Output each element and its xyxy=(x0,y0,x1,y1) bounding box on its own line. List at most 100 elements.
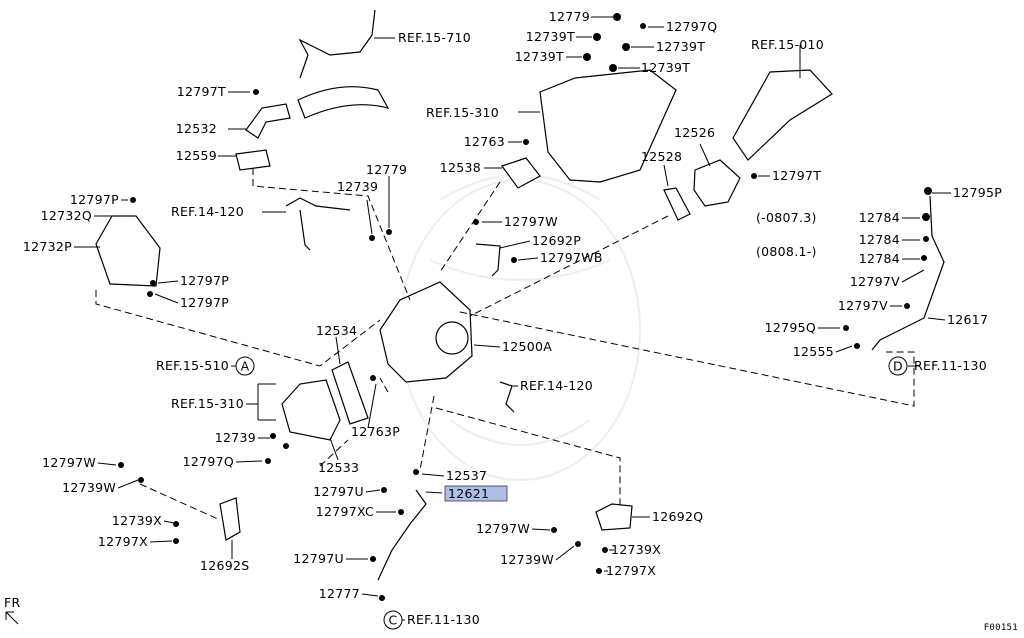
harness-drawing xyxy=(298,9,376,79)
assembly-lines xyxy=(95,168,915,521)
label-12797W-left: 12797W xyxy=(42,455,96,470)
label-12797P-b: 12797P xyxy=(180,273,229,288)
heat-shield-top-drawing xyxy=(539,69,677,183)
label-12779-mid: 12779 xyxy=(366,162,407,177)
label-12797WB: 12797WB xyxy=(540,250,603,265)
oil-pipe-mid-drawing xyxy=(499,381,515,413)
label-12797Q-left: 12797Q xyxy=(183,454,234,469)
label-12779-top: 12779 xyxy=(549,9,590,24)
highlight-box-12621 xyxy=(444,485,508,502)
label-12797P-a: 12797P xyxy=(70,192,119,207)
label-ref-15-010: REF.15-010 xyxy=(751,37,824,52)
label-12797U-a: 12797U xyxy=(313,484,364,499)
oil-pipe-top-drawing xyxy=(285,197,351,251)
label-12739T-a: 12739T xyxy=(526,29,575,44)
label-12555: 12555 xyxy=(793,344,834,359)
label-12526: 12526 xyxy=(674,125,715,140)
elbow-12532-drawing xyxy=(245,103,291,139)
label-12528: 12528 xyxy=(641,149,682,164)
label-12739X-right: 12739X xyxy=(611,542,661,557)
label-12739T-d: 12739T xyxy=(641,60,690,75)
label-date-range-2: (0808.1-) xyxy=(756,244,817,259)
gasket-12528-drawing xyxy=(663,187,691,221)
label-12500A: 12500A xyxy=(502,339,552,354)
label-ref-14-120-mid: REF.14-120 xyxy=(520,378,593,393)
label-12797X-left: 12797X xyxy=(98,534,148,549)
gasket-12538-drawing xyxy=(501,157,541,189)
label-12534: 12534 xyxy=(316,323,357,338)
label-12732Q: 12732Q xyxy=(41,208,92,223)
callout-a: A xyxy=(235,356,255,376)
pipe-12617-drawing xyxy=(871,195,945,351)
label-12692P: 12692P xyxy=(532,233,581,248)
bracket-12692Q-drawing xyxy=(595,503,633,531)
bracket-12692S-drawing xyxy=(219,497,241,541)
label-12763: 12763 xyxy=(464,134,505,149)
label-12797U-b: 12797U xyxy=(293,551,344,566)
label-12533: 12533 xyxy=(318,460,359,475)
label-ref-15-310-left: REF.15-310 xyxy=(171,396,244,411)
label-12532: 12532 xyxy=(176,121,217,136)
label-12797X-right: 12797X xyxy=(606,563,656,578)
label-ref-11-130-right: REF.11-130 xyxy=(914,358,987,373)
label-12795Q: 12795Q xyxy=(765,320,816,335)
label-12621: 12621 xyxy=(448,486,489,501)
leader-lines xyxy=(74,16,951,621)
part-drawings xyxy=(95,9,945,581)
fastener-symbols xyxy=(118,13,932,601)
label-date-range-1: (-0807.3) xyxy=(756,210,817,225)
protector-12533-drawing xyxy=(281,379,341,441)
label-12797XC: 12797XC xyxy=(316,504,374,519)
label-ref-11-130-bottom: REF.11-130 xyxy=(407,612,480,627)
label-12739-left: 12739 xyxy=(215,430,256,445)
intake-duct-drawing xyxy=(732,69,833,161)
gasket-12559-drawing xyxy=(235,149,271,171)
label-12739W-left: 12739W xyxy=(62,480,116,495)
label-12797V-a: 12797V xyxy=(850,274,900,289)
bracket-12732P-drawing xyxy=(95,215,161,287)
label-12763P: 12763P xyxy=(351,424,400,439)
label-12784-b: 12784 xyxy=(859,232,900,247)
callout-d: D xyxy=(888,356,908,376)
label-12617: 12617 xyxy=(947,312,988,327)
label-ref-15-310-top: REF.15-310 xyxy=(426,105,499,120)
pipe-12621-drawing xyxy=(377,489,427,581)
callout-c: C xyxy=(383,610,403,630)
gasket-12534-drawing xyxy=(331,361,369,425)
label-12797P-c: 12797P xyxy=(180,295,229,310)
label-12797V-b: 12797V xyxy=(838,298,888,313)
label-12739T-b: 12739T xyxy=(656,39,705,54)
label-12739T-c: 12739T xyxy=(515,49,564,64)
figure-code: F00151 xyxy=(984,623,1018,633)
label-12784-a: 12784 xyxy=(859,210,900,225)
label-12739-mid: 12739 xyxy=(337,179,378,194)
turbocharger-drawing xyxy=(379,281,473,383)
intake-hose-drawing xyxy=(297,86,390,119)
label-12537: 12537 xyxy=(446,468,487,483)
svg-text:C: C xyxy=(388,613,397,628)
svg-text:D: D xyxy=(893,359,903,374)
label-12784-c: 12784 xyxy=(859,251,900,266)
label-12692S: 12692S xyxy=(200,558,250,573)
label-fr: FR xyxy=(4,595,20,610)
label-ref-15-510: REF.15-510 xyxy=(156,358,229,373)
label-12797Q-top: 12797Q xyxy=(666,19,717,34)
pipe-12692P-drawing xyxy=(475,243,501,277)
label-12797T-right: 12797T xyxy=(772,168,821,183)
label-12739X-left: 12739X xyxy=(112,513,162,528)
elbow-12526-drawing xyxy=(693,159,741,207)
label-12538: 12538 xyxy=(440,160,481,175)
label-ref-15-710: REF.15-710 xyxy=(398,30,471,45)
front-direction-arrow xyxy=(5,611,19,625)
label-12797W-mid: 12797W xyxy=(504,214,558,229)
label-12797T-left: 12797T xyxy=(177,84,226,99)
label-12777: 12777 xyxy=(319,586,360,601)
label-ref-14-120-top: REF.14-120 xyxy=(171,204,244,219)
label-12739W-right: 12739W xyxy=(500,552,554,567)
label-12797W-right: 12797W xyxy=(476,521,530,536)
label-12795P: 12795P xyxy=(953,185,1002,200)
label-12732P: 12732P xyxy=(23,239,72,254)
label-12692Q: 12692Q xyxy=(652,509,703,524)
